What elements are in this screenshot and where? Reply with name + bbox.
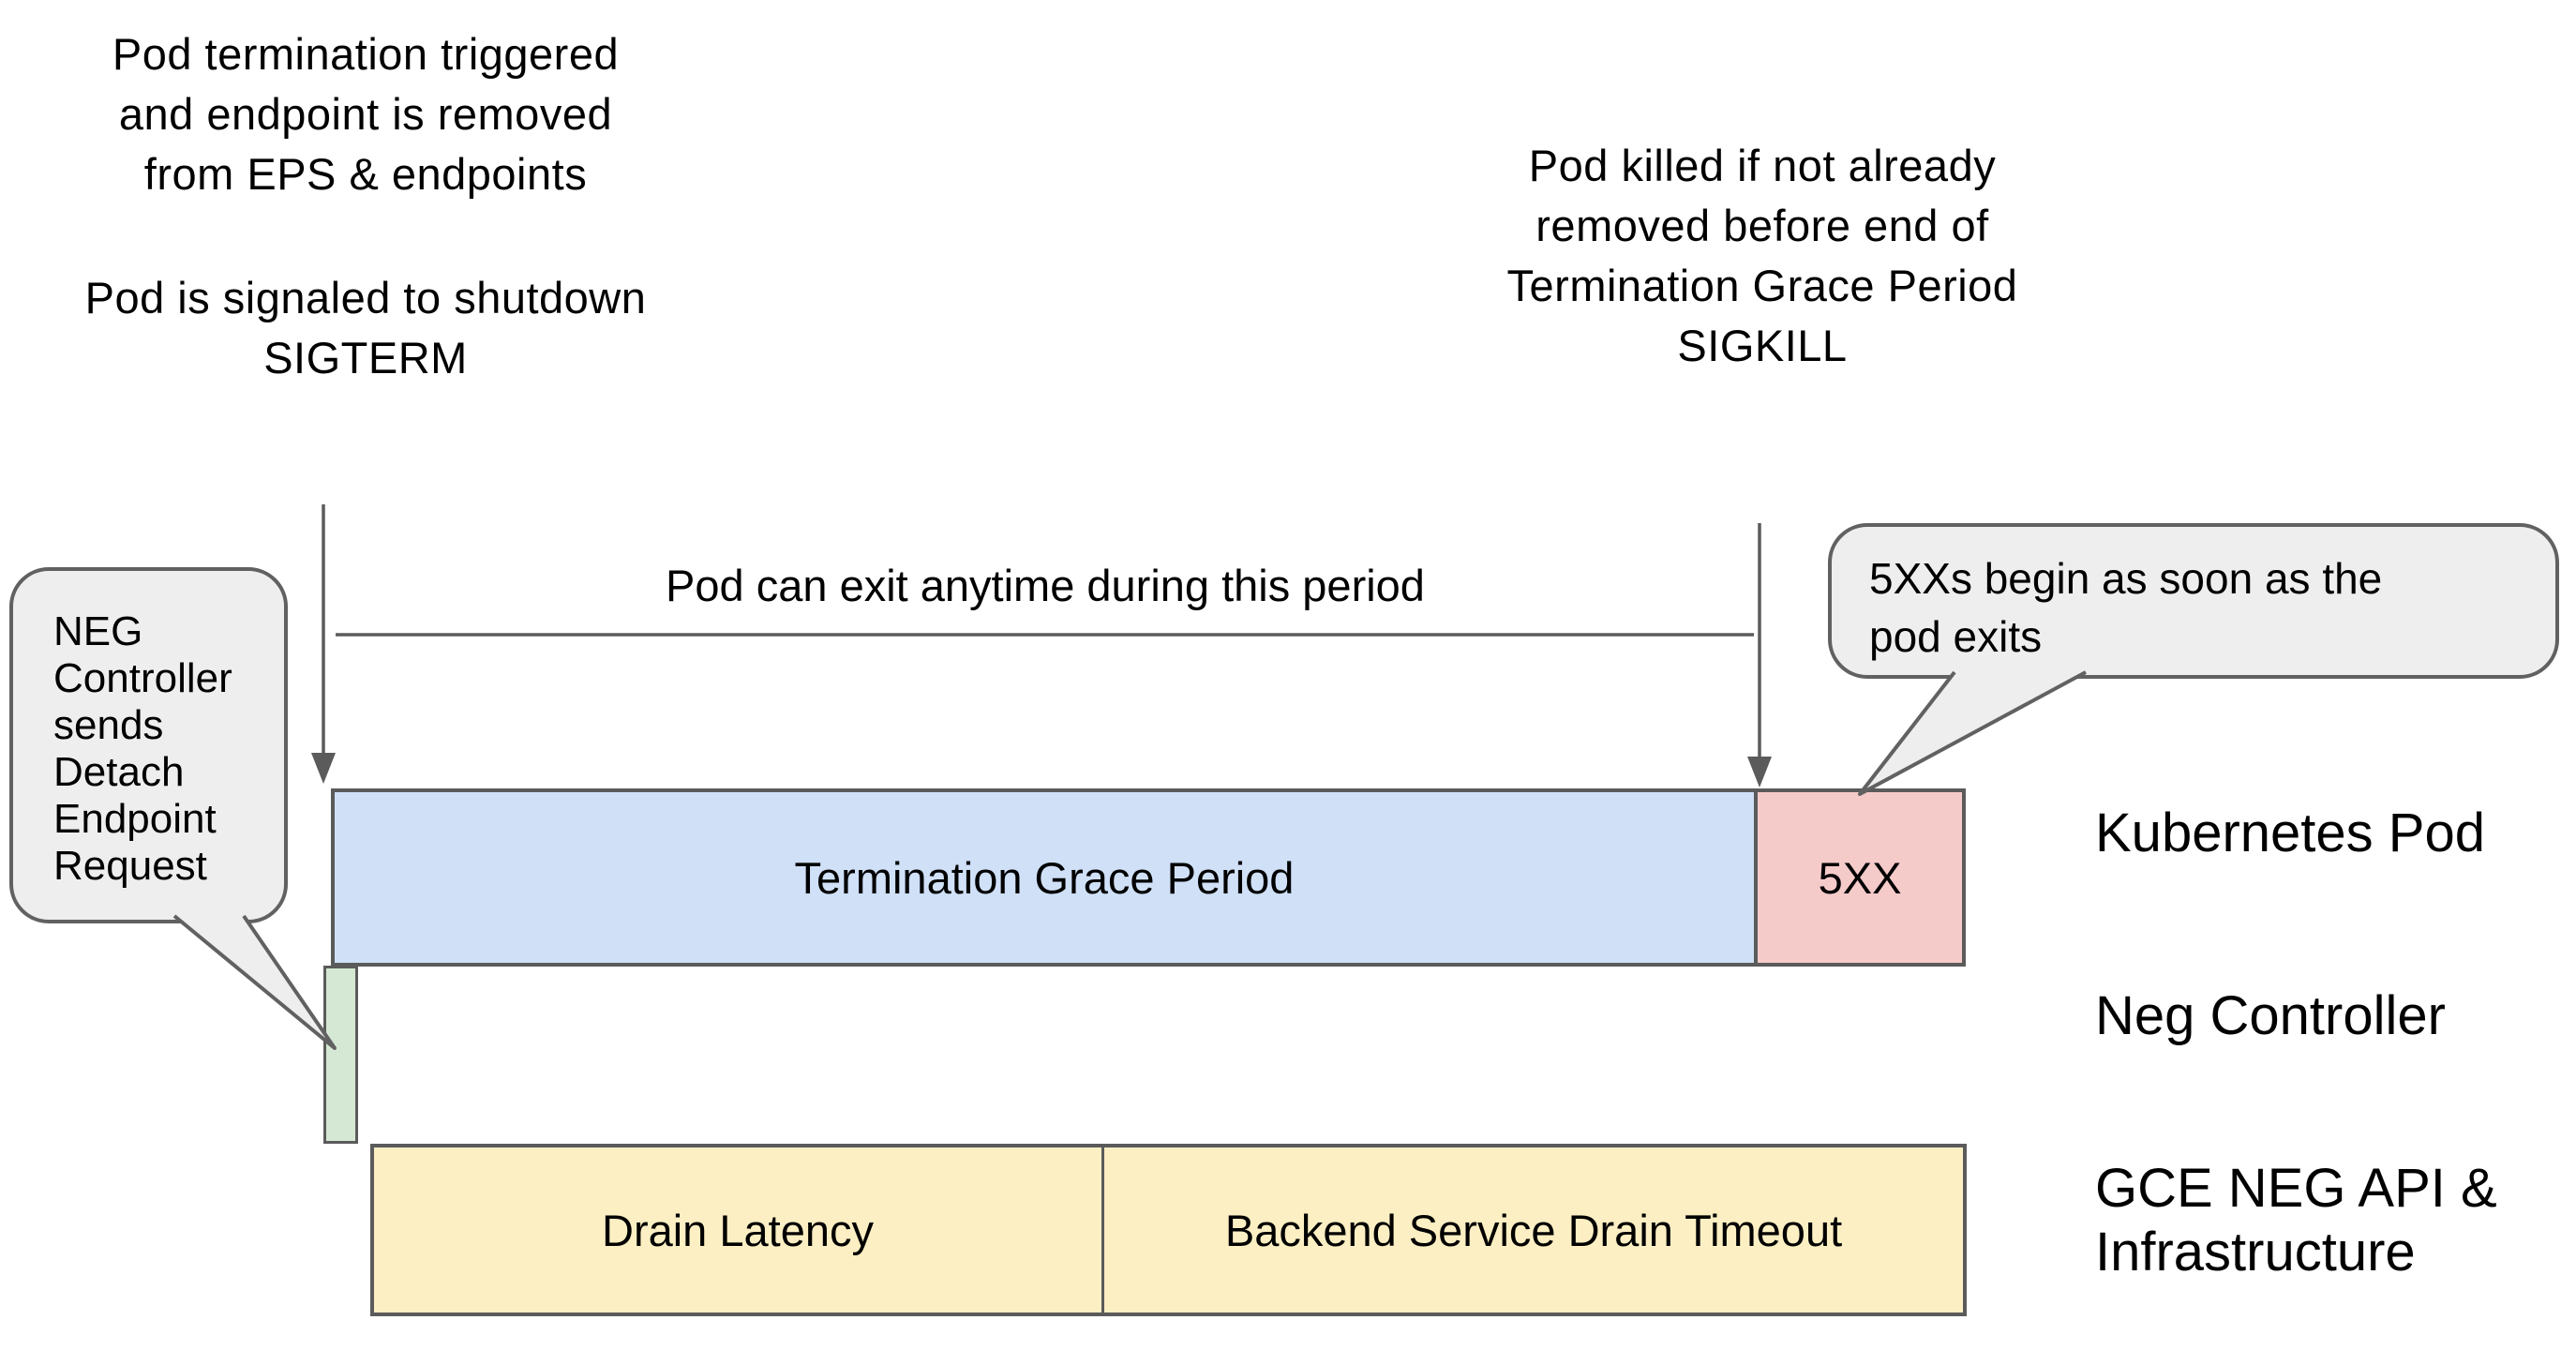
callout-neg-controller: NEG Controller sends Detach Endpoint Req…: [9, 567, 288, 923]
drain-latency-label: Drain Latency: [602, 1205, 874, 1255]
row-label-neg-controller: Neg Controller: [2095, 985, 2446, 1046]
sigterm-arrow: [311, 504, 336, 784]
note-pod-termination-text: Pod termination triggered and endpoint i…: [112, 29, 620, 199]
backend-drain-timeout-label: Backend Service Drain Timeout: [1224, 1205, 1843, 1255]
gce-infrastructure-bar: Drain Latency Backend Service Drain Time…: [370, 1144, 1967, 1316]
termination-grace-period-label: Termination Grace Period: [794, 852, 1295, 903]
backend-drain-timeout-segment: Backend Service Drain Timeout: [1101, 1148, 1963, 1312]
note-pod-sigterm-text: Pod is signaled to shutdown SIGTERM: [84, 273, 647, 382]
callout-tail-right: [1858, 670, 2087, 796]
callout-5xx: 5XXs begin as soon as the pod exits: [1828, 523, 2559, 679]
5xx-segment: 5XX: [1754, 792, 1962, 963]
5xx-label: 5XX: [1818, 852, 1902, 903]
note-pod-killed: Pod killed if not already removed before…: [1506, 141, 2018, 370]
exit-period-label: Pod can exit anytime during this period: [666, 561, 1425, 610]
neg-controller-activity-bar: [323, 966, 358, 1144]
drain-latency-segment: Drain Latency: [374, 1148, 1101, 1312]
row-label-kubernetes-pod: Kubernetes Pod: [2095, 802, 2485, 863]
row-label-gce-infrastructure: GCE NEG API & Infrastructure: [2095, 1158, 2497, 1282]
callout-tail-left: [172, 914, 337, 1050]
note-pod-termination: Pod termination triggered and endpoint i…: [37, 24, 694, 388]
kubernetes-pod-bar: Termination Grace Period 5XX: [331, 788, 1966, 967]
sigkill-arrow: [1747, 523, 1772, 788]
termination-grace-period-segment: Termination Grace Period: [335, 792, 1754, 963]
